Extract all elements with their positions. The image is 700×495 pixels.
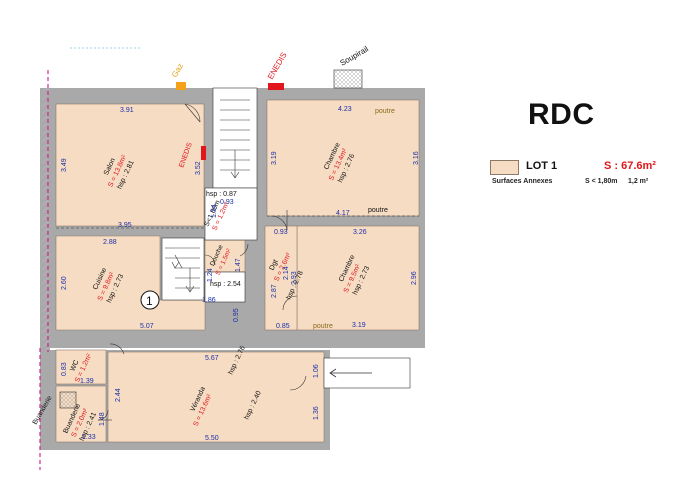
dim-veranda-bottom: 5.50 xyxy=(205,435,219,442)
gaz-label: Gaz xyxy=(170,62,185,79)
level-title: RDC xyxy=(528,98,595,131)
dim-093-a: 0.93 xyxy=(220,199,234,206)
dim-salon-right: 3.52 xyxy=(195,161,202,175)
dim-veranda-top: 5.67 xyxy=(205,355,219,362)
dim-buand-right: 1.48 xyxy=(99,412,106,426)
dim-salon-bottom: 3.95 xyxy=(118,222,132,229)
dim-cuisine-left: 2.60 xyxy=(61,276,68,290)
exterior-step xyxy=(323,357,411,389)
rooms xyxy=(55,87,420,443)
stair-number-circle xyxy=(140,290,160,310)
small-hall xyxy=(204,271,246,303)
dim-salon-left: 3.49 xyxy=(61,158,68,172)
dim-214: 2.14 xyxy=(283,266,290,280)
dgt-name: Dgt xyxy=(269,259,280,272)
stairs xyxy=(165,99,250,293)
legend-swatch xyxy=(490,160,519,175)
dim-147: 1.47 xyxy=(235,258,242,272)
enedis-meter-top xyxy=(268,83,284,90)
douche-hsp: hsp : 2.54 xyxy=(210,281,241,288)
chambre-room xyxy=(266,99,420,217)
buanderie-room xyxy=(55,385,107,443)
dim-chambre-right: 3.16 xyxy=(413,151,420,165)
dim-093-b: 0.93 xyxy=(274,229,288,236)
dim-chambre-bottom: 4.17 xyxy=(336,210,350,217)
markers xyxy=(176,82,284,160)
dim-salon-top: 3.91 xyxy=(120,107,134,114)
chambre2-room xyxy=(296,225,420,331)
doors xyxy=(97,103,307,421)
dim-134: 1.34 xyxy=(211,204,218,218)
soupirail-window xyxy=(333,69,363,89)
dim-chambre2-bottom: 3.19 xyxy=(352,322,366,329)
enedis-meter-side xyxy=(201,146,206,160)
legend-annex-value: 1,2 m² xyxy=(628,178,649,185)
stair2-area xyxy=(161,237,205,301)
storage-area xyxy=(204,187,258,241)
dim-veranda-right-a: 1.06 xyxy=(313,364,320,378)
poutre-top: poutre xyxy=(375,108,395,115)
dim-chambre2-left: 2.93 xyxy=(291,271,298,285)
legend-surface-total: S : 67.6m² xyxy=(604,160,656,172)
dim-wc-left: 0.83 xyxy=(61,362,68,376)
legend-lot-label: LOT 1 xyxy=(526,160,558,172)
dgt-room xyxy=(264,225,298,331)
legend-annex-rule: S < 1,80m xyxy=(585,178,618,185)
stair-number: 1 xyxy=(146,294,153,308)
dim-buand-bottom: 1.33 xyxy=(82,434,96,441)
note-hsp-087: hsp : 0.87 xyxy=(206,191,237,198)
dim-cuisine-bottom: 5.07 xyxy=(140,323,154,330)
lot-boundary xyxy=(39,70,49,470)
poutre-mid: poutre xyxy=(368,207,388,214)
dim-chambre-left: 3.19 xyxy=(271,151,278,165)
dim-veranda-right-b: 1.36 xyxy=(313,406,320,420)
gaz-meter xyxy=(176,82,186,90)
dim-chambre2-right: 2.96 xyxy=(411,271,418,285)
dim-cuisine-top: 2.88 xyxy=(103,239,117,246)
dim-veranda-left: 2.44 xyxy=(115,388,122,402)
dim-186: 1.86 xyxy=(202,297,216,304)
dim-chambre2-top: 3.26 xyxy=(353,229,367,236)
wc-room xyxy=(55,349,107,385)
veranda-room xyxy=(107,351,325,443)
dim-095: 0.95 xyxy=(233,308,240,322)
dim-wc-bottom: 1.39 xyxy=(80,378,94,385)
dim-124: 1.24 xyxy=(207,268,214,282)
enedis-top-label: ENEDIS xyxy=(266,51,289,81)
legend-annex-label: Surfaces Annexes xyxy=(492,178,553,185)
dim-chambre-top: 4.23 xyxy=(338,106,352,113)
salon-room xyxy=(55,103,205,227)
dim-085: 0.85 xyxy=(276,323,290,330)
beams xyxy=(56,215,419,229)
poutre-bottom: poutre xyxy=(313,323,333,330)
dim-287: 2.87 xyxy=(271,284,278,298)
soupirail-label: Soupirail xyxy=(339,44,371,67)
legend: LOT 1 S : 67.6m² Surfaces Annexes S < 1,… xyxy=(490,158,690,198)
buand-equip xyxy=(59,391,77,409)
wc-name: WC xyxy=(69,359,80,373)
